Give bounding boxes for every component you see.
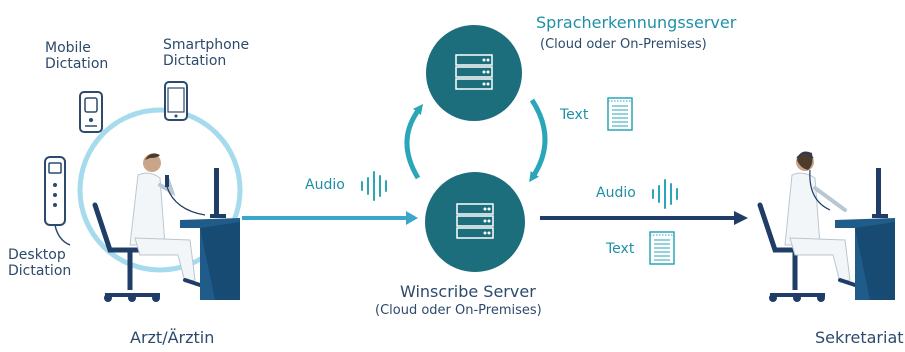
doctor-figure xyxy=(92,153,240,302)
smartphone-dictation-label: Smartphone Dictation xyxy=(163,37,249,69)
text-up-label: Text xyxy=(560,107,589,123)
secretary-label: Sekretariat xyxy=(815,328,904,347)
desktop-dictation-label: Desktop Dictation xyxy=(8,247,71,279)
smartphone-icon xyxy=(164,81,188,121)
desktop-dictation-text: Desktop Dictation xyxy=(8,247,72,280)
speech-server-title: Spracherkennungsserver xyxy=(536,13,737,32)
mobile-dictation-icon xyxy=(79,91,103,133)
winscribe-server-subtitle: (Cloud oder On-Premises) xyxy=(375,303,542,318)
secretary-figure xyxy=(757,151,895,302)
audio-wave-icon xyxy=(652,179,678,209)
device-ring xyxy=(77,107,243,273)
text-out-label: Text xyxy=(606,241,635,257)
desktop-dictation-icon xyxy=(44,156,71,246)
smartphone-dictation-text: Smartphone Dictation xyxy=(163,37,250,70)
audio-out-label: Audio xyxy=(596,185,636,201)
winscribe-server-title: Winscribe Server xyxy=(400,282,536,301)
speech-server-node xyxy=(426,25,522,121)
document-icon xyxy=(649,231,675,265)
arrow-up-curve xyxy=(404,104,424,180)
audio-wave-icon xyxy=(361,171,387,201)
audio-in-label: Audio xyxy=(305,177,345,193)
winscribe-server-node xyxy=(425,172,525,272)
document-icon xyxy=(607,97,633,131)
mobile-dictation-text: Mobile Dictation xyxy=(45,40,109,73)
mobile-dictation-label: Mobile Dictation xyxy=(45,40,108,72)
speech-server-subtitle: (Cloud oder On-Premises) xyxy=(540,37,707,52)
doctor-label: Arzt/Ärztin xyxy=(130,328,215,347)
arrow-down-curve xyxy=(529,98,548,183)
